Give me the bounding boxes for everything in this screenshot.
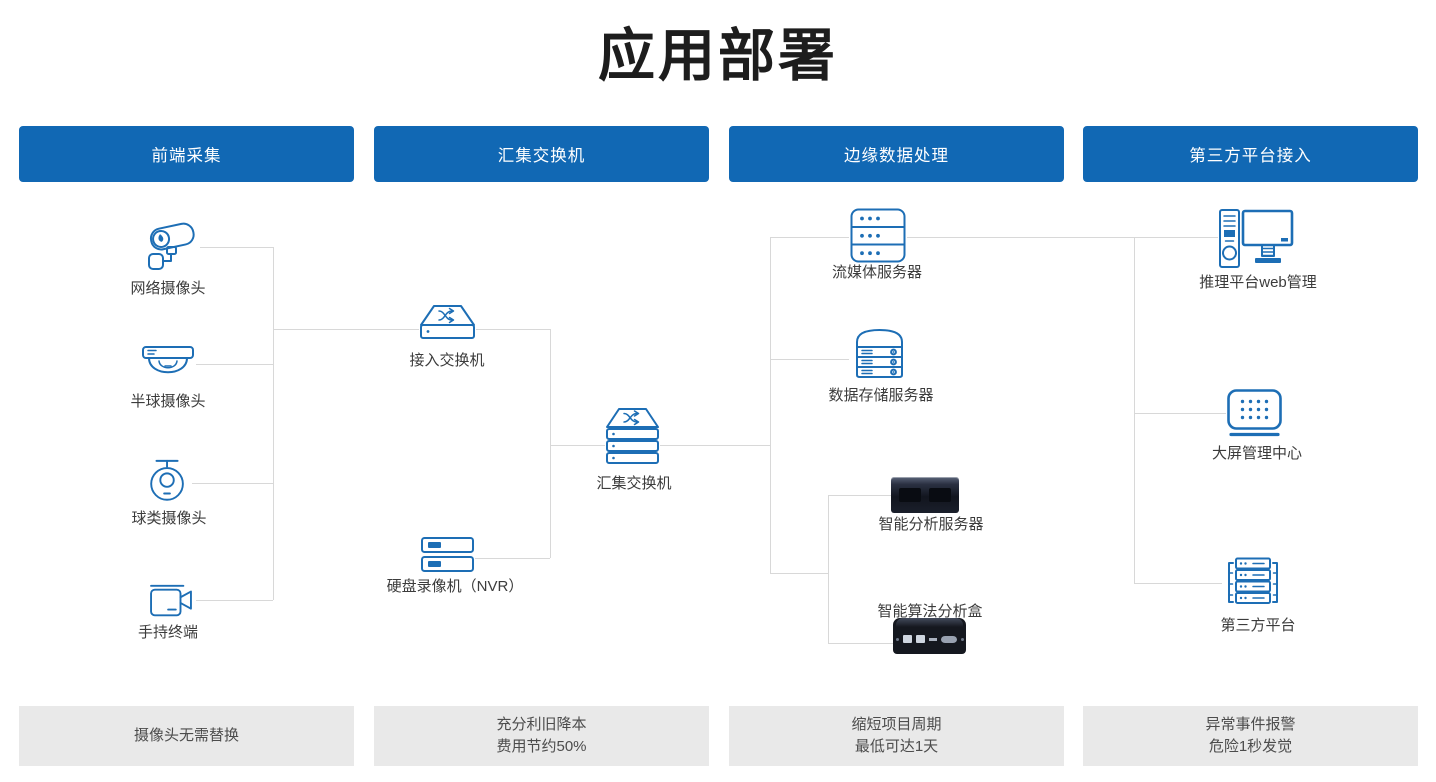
connector-line	[828, 643, 893, 644]
connector-line	[194, 600, 273, 601]
connector-line	[1134, 413, 1226, 414]
label-inference-web: 推理平台web管理	[1199, 274, 1317, 291]
port-detail	[928, 637, 937, 641]
footer-line: 异常事件报警	[1205, 715, 1296, 733]
access-switch-icon	[419, 304, 476, 342]
label-access-switch: 接入交换机	[409, 352, 485, 369]
inference-workstation-icon	[1218, 208, 1294, 270]
label-streaming-server: 流媒体服务器	[831, 264, 922, 281]
dome-camera-icon	[140, 344, 196, 386]
connector-line	[550, 329, 551, 558]
label-aggregation-switch: 汇集交换机	[596, 475, 672, 492]
footer-line: 费用节约50%	[496, 738, 587, 755]
label-handheld-terminal: 手持终端	[137, 624, 198, 641]
ethernet-port-detail	[902, 635, 912, 643]
storage-server-icon	[849, 327, 910, 380]
connector-line	[194, 364, 273, 365]
footer-line: 摄像头无需替换	[133, 726, 239, 744]
connector-line	[273, 247, 274, 600]
footer-card-front-end: 摄像头无需替换	[19, 706, 354, 766]
header-edge-data-processing: 边缘数据处理	[729, 126, 1064, 182]
handheld-terminal-icon	[146, 583, 196, 621]
footer-card-edge-processing: 缩短项目周期 最低可达1天	[729, 706, 1064, 766]
label-analysis-box: 智能算法分析盒	[877, 603, 983, 620]
connector-line	[770, 573, 828, 574]
connector-line	[1134, 237, 1135, 583]
connector-line	[196, 247, 273, 248]
connector-line	[1134, 583, 1222, 584]
label-network-camera: 网络摄像头	[130, 280, 206, 297]
label-third-party: 第三方平台	[1220, 617, 1296, 634]
label-analysis-server: 智能分析服务器	[878, 516, 984, 533]
streaming-server-icon	[849, 207, 907, 264]
nvr-icon	[420, 536, 475, 573]
page-title: 应用部署	[598, 24, 838, 88]
label-dome-camera: 半球摄像头	[130, 393, 206, 410]
label-ball-camera: 球类摄像头	[131, 510, 207, 527]
connector-line	[190, 483, 273, 484]
connector-line	[659, 445, 770, 446]
label-big-screen: 大屏管理中心	[1211, 445, 1302, 462]
footer-line: 最低可达1天	[854, 738, 939, 755]
connector-line	[550, 445, 607, 446]
connector-line	[828, 495, 829, 643]
header-third-party-access: 第三方平台接入	[1083, 126, 1418, 182]
footer-line: 危险1秒发觉	[1208, 738, 1293, 755]
third-party-platform-icon	[1222, 556, 1284, 612]
connector-line	[770, 237, 1218, 238]
video-wall-icon	[1226, 388, 1283, 440]
connector-line	[828, 495, 891, 496]
footer-line: 充分利旧降本	[496, 715, 587, 733]
footer-line: 缩短项目周期	[851, 715, 942, 733]
vga-port-detail	[940, 635, 957, 643]
label-storage-server: 数据存储服务器	[828, 387, 934, 404]
connector-line	[770, 359, 850, 360]
footer-card-aggregation: 充分利旧降本 费用节约50%	[374, 706, 709, 766]
label-nvr: 硬盘录像机（NVR）	[386, 578, 524, 595]
ethernet-port-detail	[915, 635, 925, 643]
port-detail	[960, 637, 964, 641]
connector-line	[473, 558, 550, 559]
aggregation-switch-icon	[605, 407, 660, 469]
port-detail	[895, 637, 899, 641]
ptz-camera-icon	[144, 458, 192, 506]
header-front-end-collection: 前端采集	[19, 126, 354, 182]
bullet-camera-icon	[138, 220, 200, 272]
connector-line	[770, 237, 771, 573]
footer-card-third-party: 异常事件报警 危险1秒发觉	[1083, 706, 1418, 766]
analysis-box-image	[893, 618, 966, 654]
connector-line	[273, 329, 550, 330]
analysis-server-image	[891, 477, 959, 513]
header-aggregation-switch: 汇集交换机	[374, 126, 709, 182]
